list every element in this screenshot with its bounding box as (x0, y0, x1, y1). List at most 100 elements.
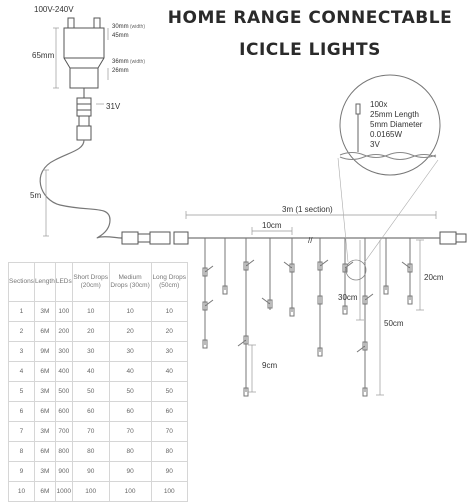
drop-spacing-dimension (251, 227, 293, 235)
table-cell: 1000 (54, 481, 73, 502)
output-voltage-label: 31V (106, 102, 121, 111)
bulb-spec-line-1: 100x (370, 100, 387, 109)
table-cell: 70 (150, 421, 188, 442)
header-length: Length (33, 262, 56, 302)
table-cell: 90 (108, 461, 152, 482)
table-cell: 40 (150, 361, 188, 382)
table-cell: 60 (108, 401, 152, 422)
drop-spacing-label: 10cm (262, 221, 282, 230)
table-cell: 20 (71, 321, 110, 342)
table-cell: 90 (71, 461, 110, 482)
sections-table: Sections Length LEDs Short Drops (20cm) … (8, 262, 188, 502)
table-cell: 10 (71, 301, 110, 322)
table-cell: 300 (54, 341, 73, 362)
table-cell: 6M (33, 321, 56, 342)
title-line-1: HOME RANGE CONNECTABLE (167, 8, 453, 28)
transformer-bottom-depth-label: 26mm (112, 68, 129, 74)
transformer-bottom-width-note: (width) (130, 59, 145, 65)
table-cell: 900 (54, 461, 73, 482)
table-cell: 6M (33, 481, 56, 502)
bulb-highlight-circle (345, 259, 367, 281)
table-cell: 7 (8, 421, 35, 442)
table-cell: 30 (150, 341, 188, 362)
transformer-illustration (63, 17, 105, 141)
table-cell: 3M (33, 301, 56, 322)
table-cell: 200 (54, 321, 73, 342)
transformer-bottom-width-label: 36mm (112, 59, 129, 65)
header-medium-drops: Medium Drops (30cm) (108, 262, 152, 302)
lead-length-label: 5m (30, 191, 41, 200)
table-cell: 50 (71, 381, 110, 402)
table-cell: 700 (54, 421, 73, 442)
table-cell: 50 (150, 381, 188, 402)
table-cell: 1 (8, 301, 35, 322)
bulb-spec-line-4: 0.0165W (370, 130, 402, 139)
table-cell: 90 (150, 461, 188, 482)
table-cell: 30 (71, 341, 110, 362)
transformer-top-depth-label: 45mm (112, 33, 129, 39)
table-cell: 40 (108, 361, 152, 382)
short-drop-label: 20cm (424, 273, 444, 282)
table-cell: 6M (33, 441, 56, 462)
table-cell: 80 (150, 441, 188, 462)
transformer-top-width-label: 30mm (112, 24, 129, 30)
transformer-top-width-note: (width) (130, 24, 145, 30)
table-cell: 50 (108, 381, 152, 402)
table-cell: 30 (108, 341, 152, 362)
bulb-detail-circle (339, 74, 441, 176)
bulb-spec-text: 100x 25mm Length 5mm Diameter 0.0165W 3V (370, 100, 423, 149)
bulb-spec-line-2: 25mm Length (370, 110, 419, 119)
input-voltage-label: 100V-240V (34, 5, 74, 14)
table-cell: 100 (108, 481, 152, 502)
lead-cable (39, 139, 123, 239)
table-cell: 2 (8, 321, 35, 342)
table-cell: 3M (33, 421, 56, 442)
table-cell: 9M (33, 341, 56, 362)
table-cell: 10 (8, 481, 35, 502)
table-cell: 70 (71, 421, 110, 442)
table-cell: 40 (71, 361, 110, 382)
detail-callout-line (337, 157, 349, 263)
section-length-label: 3m (1 section) (282, 205, 333, 214)
header-long-drops: Long Drops (50cm) (150, 262, 188, 302)
transformer-dimensions (53, 27, 109, 105)
table-cell: 3M (33, 381, 56, 402)
section-length-dimension (185, 211, 437, 219)
bulb-spec-line-5: 3V (370, 140, 380, 149)
drop-length-dimensions (248, 239, 424, 396)
icicle-drops (202, 238, 413, 397)
bulb-spec-line-3: 5mm Diameter (370, 120, 423, 129)
title-line-2: ICICLE LIGHTS (239, 40, 381, 60)
table-cell: 500 (54, 381, 73, 402)
table-cell: 600 (54, 401, 73, 422)
table-cell: 70 (108, 421, 152, 442)
table-cell: 5 (8, 381, 35, 402)
table-cell: 10 (108, 301, 152, 322)
lead-length-dimension (43, 169, 49, 237)
table-cell: 20 (150, 321, 188, 342)
header-sections: Sections (8, 262, 35, 302)
header-short-drops: Short Drops (20cm) (71, 262, 110, 302)
wire-break-mark: // (308, 236, 313, 245)
table-cell: 100 (54, 301, 73, 322)
table-cell: 60 (150, 401, 188, 422)
table-cell: 8 (8, 441, 35, 462)
table-cell: 10 (150, 301, 188, 322)
table-cell: 80 (108, 441, 152, 462)
table-cell: 400 (54, 361, 73, 382)
table-cell: 6M (33, 401, 56, 422)
table-header-row: Sections Length LEDs Short Drops (20cm) … (8, 262, 188, 302)
table-cell: 100 (150, 481, 188, 502)
table-cell: 60 (71, 401, 110, 422)
detail-callout-line-2 (363, 159, 439, 264)
